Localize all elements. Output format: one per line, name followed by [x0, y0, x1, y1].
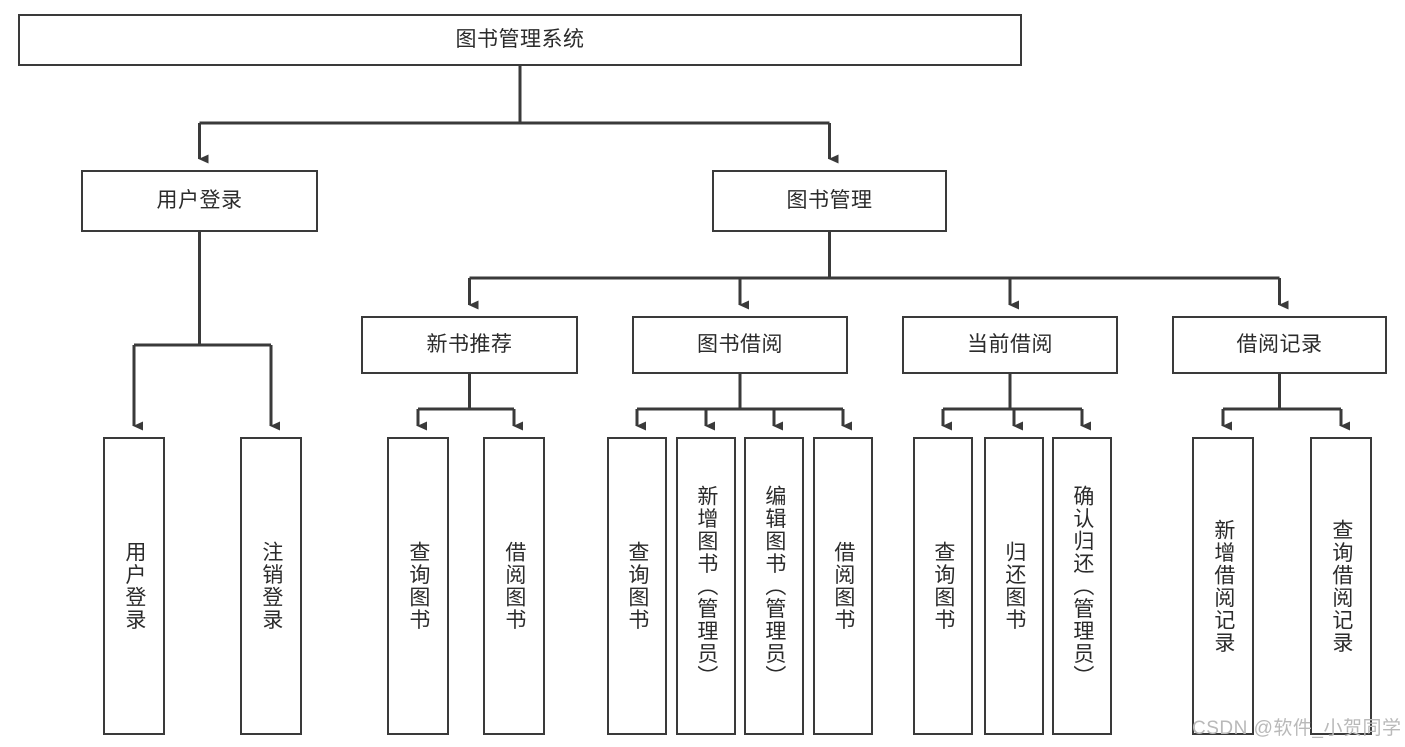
leaf-return-book[interactable]: 归还图书: [984, 437, 1044, 735]
node-new-book-recommend-label: 新书推荐: [426, 332, 513, 356]
node-new-book-recommend[interactable]: 新书推荐: [361, 316, 578, 374]
leaf-confirm-return-admin-label: 确认归还（管理员）: [1070, 484, 1094, 688]
node-book-borrow-label: 图书借阅: [697, 332, 783, 356]
leaf-borrow-book[interactable]: 借阅图书: [813, 437, 873, 735]
leaf-borrow-book-recommend[interactable]: 借阅图书: [483, 437, 545, 735]
leaf-user-login[interactable]: 用户登录: [103, 437, 165, 735]
leaf-add-book-admin[interactable]: 新增图书（管理员）: [676, 437, 736, 735]
node-current-borrow[interactable]: 当前借阅: [902, 316, 1118, 374]
node-root-label: 图书管理系统: [455, 27, 585, 51]
leaf-confirm-return-admin[interactable]: 确认归还（管理员）: [1052, 437, 1112, 735]
leaf-add-borrow-record[interactable]: 新增借阅记录: [1192, 437, 1254, 735]
leaf-add-book-admin-label: 新增图书（管理员）: [694, 484, 718, 688]
node-book-management-label: 图书管理: [786, 188, 873, 212]
leaf-edit-book-admin-label: 编辑图书（管理员）: [762, 484, 786, 688]
node-root[interactable]: 图书管理系统: [18, 14, 1022, 66]
node-user-login-label: 用户登录: [156, 188, 243, 212]
leaf-borrow-book-label: 借阅图书: [831, 541, 855, 631]
leaf-add-borrow-record-label: 新增借阅记录: [1211, 518, 1235, 654]
leaf-borrow-book-recommend-label: 借阅图书: [502, 541, 526, 631]
node-user-login[interactable]: 用户登录: [81, 170, 318, 232]
node-borrow-record[interactable]: 借阅记录: [1172, 316, 1387, 374]
leaf-query-book-borrow[interactable]: 查询图书: [607, 437, 667, 735]
csdn-watermark: CSDN @软件_小贺同学: [1192, 718, 1402, 739]
leaf-query-borrow-record-label: 查询借阅记录: [1329, 518, 1353, 654]
leaf-query-book-recommend[interactable]: 查询图书: [387, 437, 449, 735]
node-book-management[interactable]: 图书管理: [712, 170, 947, 232]
leaf-logout[interactable]: 注销登录: [240, 437, 302, 735]
leaf-query-book-borrow-label: 查询图书: [625, 541, 649, 631]
leaf-query-book-current-label: 查询图书: [931, 541, 955, 631]
leaf-return-book-label: 归还图书: [1002, 541, 1026, 631]
node-book-borrow[interactable]: 图书借阅: [632, 316, 848, 374]
node-borrow-record-label: 借阅记录: [1236, 332, 1323, 356]
node-current-borrow-label: 当前借阅: [967, 332, 1053, 356]
leaf-query-book-recommend-label: 查询图书: [406, 541, 430, 631]
leaf-user-login-label: 用户登录: [122, 541, 146, 631]
leaf-edit-book-admin[interactable]: 编辑图书（管理员）: [744, 437, 804, 735]
leaf-query-borrow-record[interactable]: 查询借阅记录: [1310, 437, 1372, 735]
leaf-logout-label: 注销登录: [259, 541, 283, 631]
leaf-query-book-current[interactable]: 查询图书: [913, 437, 973, 735]
